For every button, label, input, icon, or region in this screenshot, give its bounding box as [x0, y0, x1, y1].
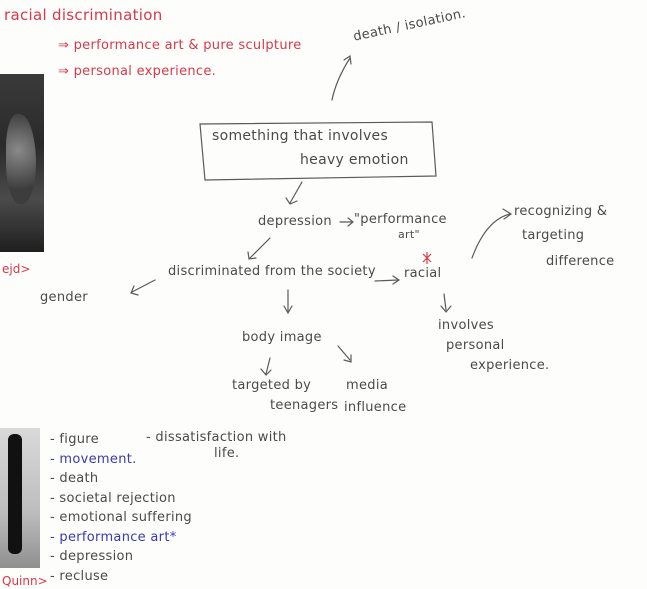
node-body-image: body image: [242, 330, 322, 345]
node-involves-line2: personal: [446, 338, 505, 353]
connector-gender: [131, 279, 156, 293]
list-item: - recluse: [50, 568, 109, 584]
connector-death: [331, 57, 351, 101]
node-involves-line1: involves: [438, 318, 494, 333]
center-box: [199, 121, 437, 181]
node-recognizing-line3: difference: [546, 254, 615, 269]
node-center-line1: something that involves: [212, 128, 389, 144]
node-recognizing-line2: targeting: [522, 228, 585, 243]
node-targeted-line2: teenagers: [270, 398, 339, 413]
list-item: - performance art*: [50, 529, 177, 545]
node-media-line2: influence: [344, 400, 407, 415]
node-recognizing-line1: recognizing &: [514, 204, 608, 219]
list-item: - emotional suffering: [50, 510, 192, 525]
photo-caption-bottom: Quinn>: [2, 574, 48, 588]
list-item: - death: [50, 471, 99, 486]
sculpture-photo-top: [0, 74, 44, 252]
note-item-2: ⇒ personal experience.: [58, 64, 217, 79]
keyword-list: - figure - movement. - death - societal …: [50, 430, 192, 586]
note-item-1: ⇒ performance art & pure sculpture: [58, 38, 302, 53]
node-performance-line2: art": [398, 228, 420, 241]
photo-caption-top: ejd>: [2, 262, 31, 276]
note-title: racial discrimination: [4, 6, 163, 24]
node-racial: racial: [404, 266, 442, 281]
node-targeted-line1: targeted by: [232, 378, 312, 393]
list-item: - figure: [50, 432, 99, 447]
side-note-line2: life.: [214, 446, 240, 461]
connector-depression: [289, 181, 303, 204]
node-depression: depression: [258, 214, 332, 229]
connector-targeted: [265, 357, 271, 375]
node-gender: gender: [40, 290, 88, 305]
node-discriminated: discriminated from the society: [168, 264, 376, 279]
connector-discriminated: [249, 237, 271, 259]
red-star-mark: [422, 252, 432, 264]
connector-media: [337, 345, 351, 361]
node-center-line2: heavy emotion: [300, 152, 409, 168]
node-performance-line1: "performance: [354, 212, 447, 227]
side-note-line1: - dissatisfaction with: [146, 430, 287, 445]
sculpture-photo-bottom: [0, 428, 40, 568]
connector-recognizing: [471, 213, 511, 259]
node-involves-line3: experience.: [470, 358, 550, 373]
connector-racial: [374, 279, 399, 282]
list-item: - movement.: [50, 451, 137, 467]
node-media-line1: media: [346, 378, 388, 393]
connector-involves: [443, 293, 447, 311]
list-item: - depression: [50, 549, 134, 564]
list-item: - societal rejection: [50, 490, 176, 506]
